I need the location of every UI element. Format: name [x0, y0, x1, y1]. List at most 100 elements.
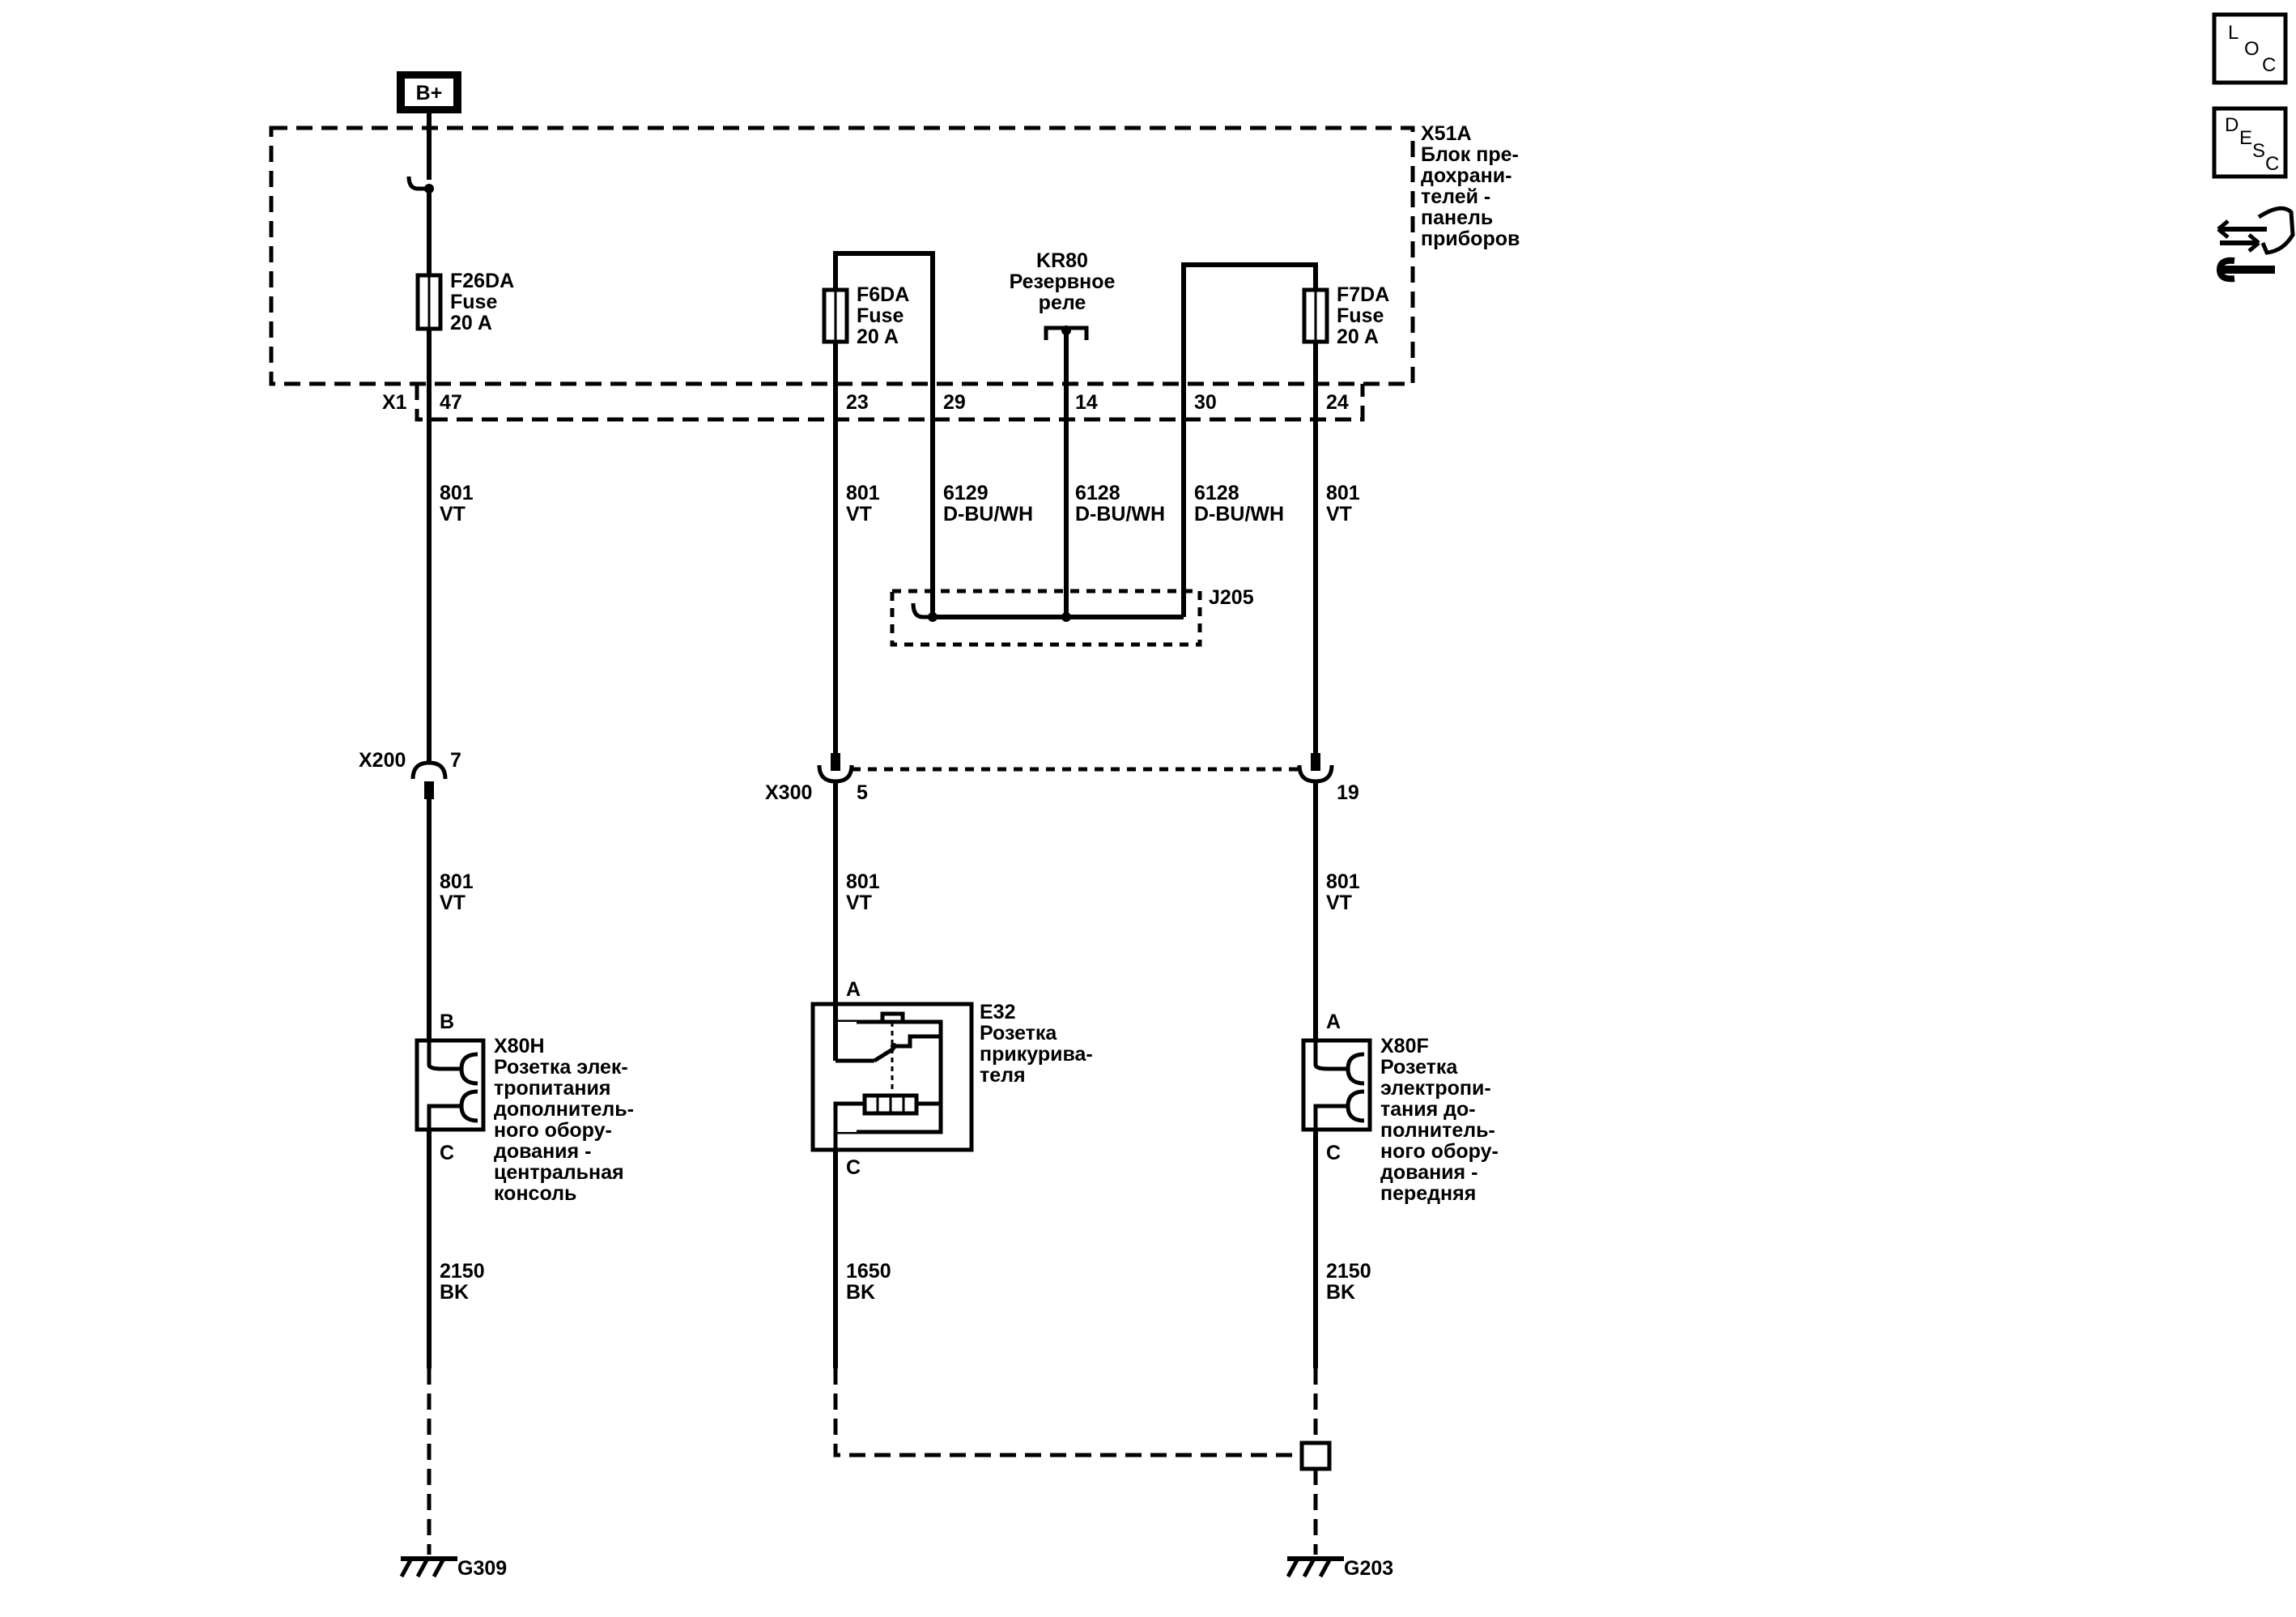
x80f-id: X80F: [1380, 1035, 1429, 1057]
loc-icon[interactable]: L O C: [2212, 12, 2288, 85]
x80f-desc-6: передняя: [1380, 1182, 1476, 1205]
component-x80h: [415, 1038, 486, 1132]
fuse-block-desc-0: Блок пре-: [1421, 143, 1519, 166]
loc-icon-letter-0: L: [2228, 22, 2239, 44]
wire-6128a-color: D-BU/WH: [1075, 503, 1165, 526]
component-e32: [810, 1002, 974, 1152]
ground-g203-label: G203: [1344, 1557, 1393, 1580]
x80f-desc-3: полнитель-: [1380, 1119, 1495, 1142]
battery-positive: B+: [397, 71, 461, 113]
x80h-desc-4: дования -: [494, 1140, 591, 1163]
x300-pin-right: [1311, 753, 1320, 771]
fuse-block-desc-1: дохрани-: [1421, 164, 1512, 187]
x300-right-pin-num: 19: [1337, 781, 1359, 804]
desc-icon[interactable]: D E S C: [2212, 106, 2288, 179]
fuse-block-desc-2: телей -: [1421, 185, 1490, 208]
wire-center-upper-num: 801: [846, 482, 880, 504]
e32-id: E32: [980, 1001, 1015, 1023]
x80f-desc-0: Розетка: [1380, 1056, 1458, 1079]
wire-left-lower-color: BK: [440, 1281, 469, 1304]
fuse-block-outline: [269, 126, 1415, 386]
x1-pin-29: 29: [943, 391, 966, 414]
x1-pin-30: 30: [1194, 391, 1217, 414]
x80f-desc-5: дования -: [1380, 1161, 1478, 1184]
x1-pin-23: 23: [846, 391, 869, 414]
x200-pin: [424, 781, 434, 799]
x80f-desc-1: электропи-: [1380, 1077, 1491, 1100]
component-x80f: [1301, 1038, 1372, 1132]
wire-left-lower-num: 2150: [440, 1260, 485, 1283]
wire-6128b-num: 6128: [1194, 482, 1239, 504]
wire-6129-color: D-BU/WH: [943, 503, 1033, 526]
wire-6129-num: 6129: [943, 482, 989, 504]
desc-icon-letter-2: S: [2252, 140, 2265, 162]
x80f-pin-bottom: C: [1326, 1142, 1341, 1164]
wire-left-upper-num: 801: [440, 482, 474, 504]
x80h-desc-3: ного обору-: [494, 1119, 612, 1142]
e32-desc-0: Розетка: [980, 1022, 1057, 1045]
wire-6128b-color: D-BU/WH: [1194, 503, 1284, 526]
fuse-block-id: X51A: [1421, 122, 1472, 145]
circuit-left: [406, 113, 448, 1555]
x80f-desc-4: ного обору-: [1380, 1140, 1499, 1163]
splice-j205: [890, 589, 1202, 647]
loc-icon-letter-1: O: [2244, 38, 2260, 60]
wire-center-lower-num: 1650: [846, 1260, 891, 1283]
fuse-f26da-id: F26DA: [450, 270, 514, 292]
fuse-f6da-type: Fuse: [857, 304, 904, 327]
connector-x1-id: X1: [382, 391, 407, 414]
e32-desc-2: теля: [980, 1064, 1026, 1087]
x80h-desc-1: тропитания: [494, 1077, 610, 1100]
circuit-right: [1297, 287, 1334, 1555]
wire-right-lower-color: BK: [1326, 1281, 1355, 1304]
x300-id: X300: [765, 781, 812, 804]
e32-pin-top: A: [846, 978, 861, 1001]
x80h-desc-2: дополнитель-: [494, 1098, 634, 1121]
e32-desc-1: прикурива-: [980, 1043, 1093, 1066]
wire-right-upper-color: VT: [1326, 503, 1352, 526]
x80h-id: X80H: [494, 1035, 545, 1057]
ground-g309-label: G309: [457, 1557, 507, 1580]
wire-left-mid-color: VT: [440, 891, 466, 914]
x80h-desc-0: Розетка элек-: [494, 1056, 628, 1079]
x200-pin-num: 7: [450, 749, 461, 772]
fuse-block-desc-3: панель: [1421, 206, 1493, 229]
fuse-f7da-type: Fuse: [1337, 304, 1384, 327]
relay-kr80-desc-0: Резервное: [1010, 270, 1116, 293]
wire-right-upper-num: 801: [1326, 482, 1360, 504]
fuse-f6da-id: F6DA: [857, 283, 909, 306]
relay-kr80-desc-1: реле: [1039, 291, 1086, 314]
splice-j205-id: J205: [1209, 586, 1254, 609]
x80f-desc-2: тания до-: [1380, 1098, 1476, 1121]
desc-icon-letter-3: C: [2265, 153, 2279, 175]
relay-kr80: [1044, 326, 1089, 617]
fuse-block-desc-4: приборов: [1421, 228, 1520, 250]
ground-g309: [399, 1556, 457, 1578]
loc-icon-letter-2: C: [2262, 54, 2276, 76]
x200-id: X200: [359, 749, 406, 772]
wire-left-mid-num: 801: [440, 870, 474, 893]
wire-center-mid-num: 801: [846, 870, 880, 893]
wire-left-upper-color: VT: [440, 503, 466, 526]
desc-icon-letter-1: E: [2239, 127, 2252, 149]
desc-icon-letter-0: D: [2225, 114, 2239, 136]
wire-center-lower-color: BK: [846, 1281, 875, 1304]
x80h-pin-top: B: [440, 1011, 454, 1033]
ground-splice: [1299, 1440, 1332, 1471]
circuit-center: [817, 251, 1302, 1457]
battery-label: B+: [416, 82, 443, 104]
wire-center-mid-color: VT: [846, 891, 872, 914]
wire-center-upper-color: VT: [846, 503, 872, 526]
x80h-desc-5: центральная: [494, 1161, 624, 1184]
x300-pin-num: 5: [857, 781, 868, 804]
wire-right-mid-num: 801: [1326, 870, 1360, 893]
fuse-f26da-type: Fuse: [450, 291, 497, 313]
x1-pin-14: 14: [1075, 391, 1098, 414]
relay-kr80-id: KR80: [1036, 249, 1088, 272]
fuse-f7da-rating: 20 A: [1337, 326, 1379, 348]
x1-pin-47: 47: [440, 391, 462, 414]
x80h-pin-bottom: C: [440, 1142, 454, 1164]
connector-repair-icon[interactable]: [2216, 206, 2295, 283]
wire-right-mid-color: VT: [1326, 891, 1352, 914]
